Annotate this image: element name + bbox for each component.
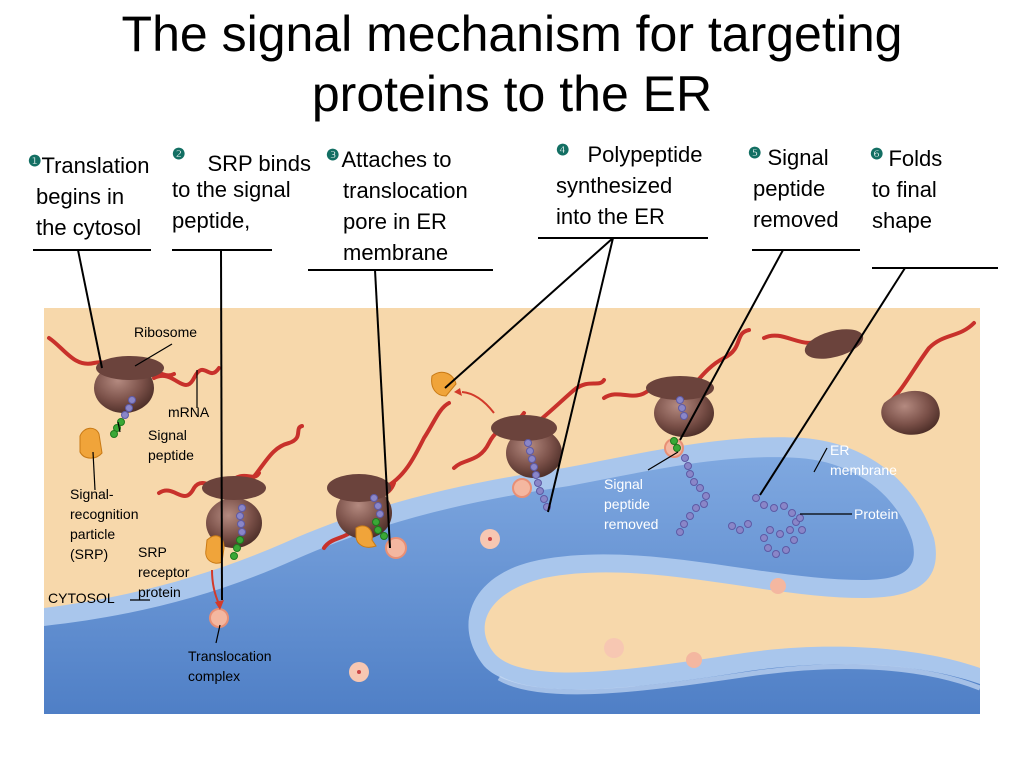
step-1-line-1: Translation	[41, 153, 150, 178]
step-1-number: ❶	[28, 153, 42, 170]
step-2-line-3: peptide,	[172, 208, 251, 233]
srp-particles	[79, 371, 457, 564]
label-srp-line-1: Signal-	[70, 486, 114, 502]
step-5-number: ❺	[748, 145, 762, 162]
label-signal-peptide-line-2: peptide	[148, 447, 194, 463]
label-removed-line-2: peptide	[604, 496, 650, 512]
step-3-line-1: Attaches to	[341, 147, 452, 172]
polypeptide-chains	[121, 396, 806, 558]
step-3-line-4: membrane	[343, 240, 449, 265]
step-1-line-3: the cytosol	[36, 215, 142, 240]
label-er-membrane-line-2: membrane	[830, 462, 897, 478]
label-cytosol: CYTOSOL	[48, 590, 115, 606]
step-6-line-3: shape	[872, 208, 932, 233]
step-4-number: ❹	[556, 142, 570, 159]
signal-peptides	[110, 418, 681, 560]
step-6-line-2: to final	[872, 177, 937, 202]
label-srp-receptor-line-3: protein	[138, 584, 181, 600]
step-2-caption: ❷ SRP binds to the signal peptide,	[172, 143, 311, 236]
step-5-line-2: peptide	[753, 176, 826, 201]
label-ribosome: Ribosome	[134, 324, 198, 340]
step-4-caption: ❹ Polypeptide synthesized into the ER	[556, 139, 702, 232]
label-er-membrane-line-1: ER	[830, 442, 850, 458]
step-5-line-1: Signal	[767, 145, 829, 170]
step-6-line-1: Folds	[888, 146, 943, 171]
label-srp-receptor-line-1: SRP	[138, 544, 167, 560]
title-line-2: proteins to the ER	[311, 66, 713, 122]
title-line-1: The signal mechanism for targeting	[121, 6, 903, 62]
step-4-line-3: into the ER	[556, 204, 665, 229]
label-mrna: mRNA	[168, 404, 210, 420]
label-srp-line-2: recognition	[70, 506, 139, 522]
receptor-arrow	[211, 569, 220, 605]
step-4-line-2: synthesized	[556, 173, 673, 198]
step-2-line-2: to the signal	[172, 177, 291, 202]
label-srp-line-4: (SRP)	[70, 546, 109, 562]
label-translocation-line-2: complex	[188, 668, 241, 684]
label-translocation-line-1: Translocation	[188, 648, 272, 664]
step-4-line-1: Polypeptide	[587, 142, 703, 167]
step-2-line-1: SRP binds	[207, 151, 311, 176]
step-3-line-2: translocation	[343, 178, 468, 203]
step-6-number: ❻	[870, 146, 884, 163]
step-2-number: ❷	[172, 146, 186, 163]
step-1-caption: ❶Translation begins in the cytosol	[28, 150, 149, 243]
slide-title: The signal mechanism for targeting prote…	[0, 4, 1024, 124]
translocation-complexes	[209, 438, 786, 682]
step-1-line-2: begins in	[36, 184, 125, 209]
label-protein: Protein	[854, 506, 899, 522]
step-3-number: ❸	[326, 147, 340, 164]
er-diagram	[44, 308, 981, 714]
label-srp-receptor-line-2: receptor	[138, 564, 190, 580]
step-3-line-3: pore in ER	[343, 209, 447, 234]
step-3-caption: ❸Attaches to translocation pore in ER me…	[326, 144, 468, 268]
step-5-caption: ❺ Signal peptide removed	[748, 142, 839, 235]
label-removed-line-3: removed	[604, 516, 659, 532]
step-5-line-3: removed	[753, 207, 839, 232]
label-srp-line-3: particle	[70, 526, 116, 542]
diagram-panel: Ribosome mRNA Signal peptide Signal- rec…	[44, 308, 981, 714]
label-signal-peptide-line-1: Signal	[148, 427, 187, 443]
label-removed-line-1: Signal	[604, 476, 643, 492]
srp-release-arrow	[461, 391, 495, 414]
